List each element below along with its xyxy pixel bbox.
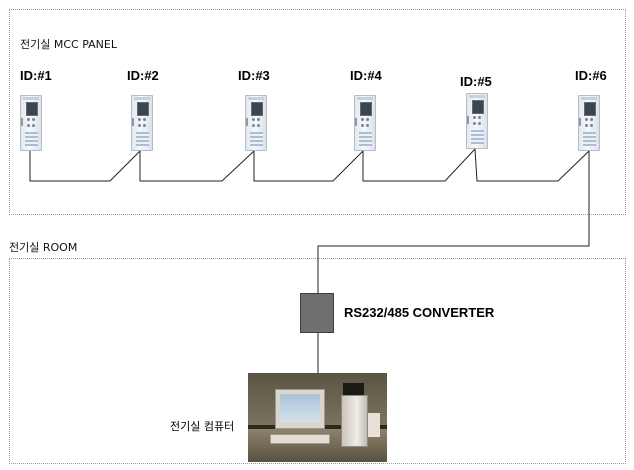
wire-panel-3-to-4 — [253, 150, 364, 182]
rs232-485-converter-box — [300, 293, 334, 333]
mcc-panel-cabinet-1 — [20, 95, 42, 151]
panel-id-label-4: ID:#4 — [350, 68, 382, 83]
mcc-panel-cabinet-5 — [466, 93, 488, 149]
panel-id-label-6: ID:#6 — [575, 68, 607, 83]
mcc-panel-cabinet-2 — [131, 95, 153, 151]
panel-id-label-5: ID:#5 — [460, 74, 492, 89]
mcc-panel-cabinet-3 — [245, 95, 267, 151]
wire-panel-2-to-3 — [139, 150, 255, 182]
panel-id-label-3: ID:#3 — [238, 68, 270, 83]
panel-id-label-2: ID:#2 — [127, 68, 159, 83]
room-section-title: 전기실 ROOM — [9, 241, 78, 254]
mcc-panel-cabinet-4 — [354, 95, 376, 151]
wire-panel-5-to-6 — [474, 148, 590, 182]
wire-panel-4-to-5 — [362, 148, 476, 182]
panel-id-label-1: ID:#1 — [20, 68, 52, 83]
wire-panel-6-to-converter — [317, 151, 590, 293]
mcc-section-title: 전기실 MCC PANEL — [20, 38, 117, 51]
converter-label: RS232/485 CONVERTER — [344, 305, 495, 320]
mcc-panel-cabinet-6 — [578, 95, 600, 151]
wire-panel-1-to-2 — [29, 150, 141, 182]
computer-photo — [248, 373, 387, 462]
mcc-panel-area — [9, 9, 626, 215]
computer-label: 전기실 컴퓨터 — [170, 420, 235, 433]
